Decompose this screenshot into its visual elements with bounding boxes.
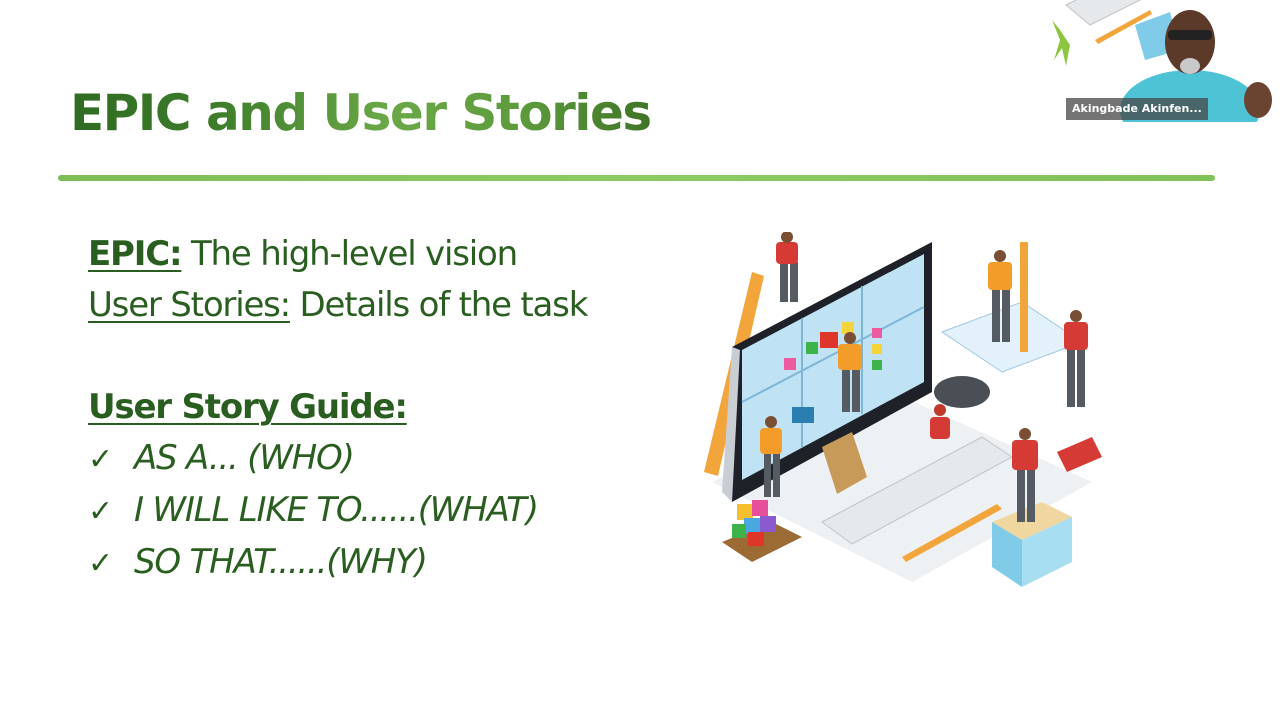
title-divider	[58, 175, 1215, 181]
guide-item-text: AS A... (WHO)	[134, 438, 355, 478]
user-stories-definition: User Stories: Details of the task	[88, 280, 589, 331]
participant-video-thumbnail[interactable]: Akingbade Akinfen...	[1040, 0, 1280, 122]
checkmark-icon: ✓	[88, 494, 113, 529]
user-stories-text: Details of the task	[289, 285, 589, 325]
checkmark-icon: ✓	[88, 546, 113, 581]
green-leaf-logo-icon	[1052, 20, 1070, 66]
user-stories-term: User Stories:	[88, 285, 291, 325]
checkmark-icon: ✓	[88, 442, 113, 477]
guide-item-text: SO THAT......(WHY)	[134, 542, 428, 582]
guide-item: ✓ I WILL LIKE TO......(WHAT)	[88, 485, 587, 537]
guide-heading: User Story Guide:	[88, 387, 408, 427]
guide-item-text: I WILL LIKE TO......(WHAT)	[134, 490, 539, 530]
guide-item: ✓ AS A... (WHO)	[88, 433, 587, 485]
team-building-website-illustration-icon	[704, 232, 1102, 587]
slide-body: EPIC: The high-level vision User Stories…	[88, 229, 589, 589]
slide-title: EPIC and User Stories	[70, 84, 652, 142]
epic-text: The high-level vision	[181, 234, 518, 274]
epic-term: EPIC:	[88, 234, 183, 274]
participant-name-label: Akingbade Akinfen...	[1066, 98, 1208, 120]
epic-definition: EPIC: The high-level vision	[88, 229, 587, 280]
guide-item: ✓ SO THAT......(WHY)	[88, 537, 587, 589]
